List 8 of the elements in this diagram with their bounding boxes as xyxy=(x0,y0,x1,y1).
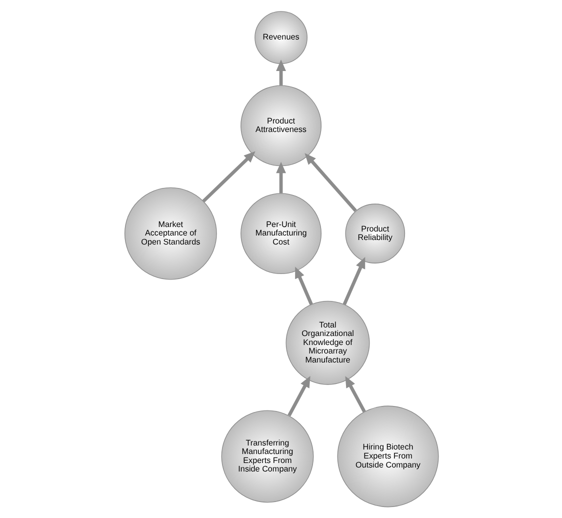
arrow xyxy=(276,60,286,86)
arrow xyxy=(287,376,310,416)
arrow xyxy=(294,266,312,306)
arrow xyxy=(202,151,255,202)
arrow xyxy=(276,162,286,194)
arrow xyxy=(344,376,366,413)
arrow xyxy=(342,257,365,306)
arrow xyxy=(304,153,356,212)
